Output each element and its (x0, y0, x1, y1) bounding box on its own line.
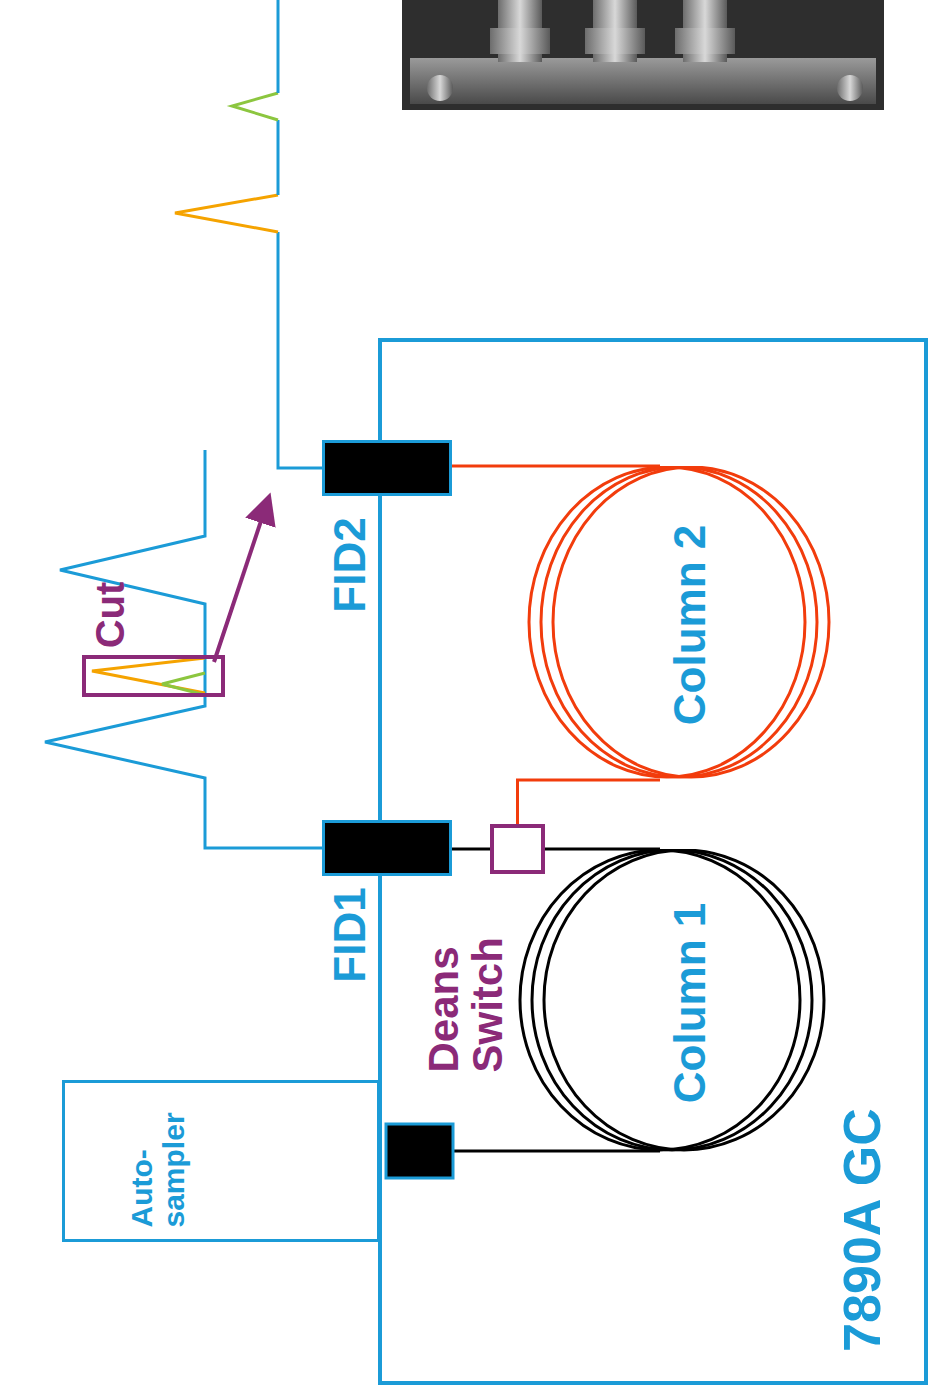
column-connection (452, 465, 660, 468)
column-coil: Column 1 (518, 849, 826, 1153)
chromatogram-trace (277, 120, 280, 195)
chromatogram-trace (277, 0, 280, 93)
coil-turn (541, 467, 817, 777)
node-label: 7890A GC (835, 1108, 890, 1352)
node-label: Cut (89, 582, 131, 649)
hardware-photo (402, 0, 884, 110)
column-connection (452, 848, 490, 851)
injector-block (386, 1124, 453, 1178)
coil-turn (529, 467, 805, 777)
autosampler-box: Auto- sampler (62, 1080, 380, 1242)
fid-detector: FID2 (322, 440, 452, 496)
coil-turn (553, 467, 829, 777)
photo-nut (585, 28, 645, 54)
photo-nut (675, 28, 735, 54)
cut-arrow (214, 500, 268, 662)
orange-peak (92, 658, 205, 693)
coil-turn (532, 850, 812, 1150)
green-peak (232, 93, 278, 120)
chromatogram-trace (45, 450, 322, 848)
injector-line (453, 1150, 660, 1153)
photo-screw (427, 75, 453, 101)
fid-detector: FID1 (322, 820, 452, 876)
node-label: FID1 (327, 887, 373, 982)
cut-window: Cut (82, 655, 225, 697)
gc-oven-box: 7890A GC Column 1 Deans Switch Column 2 (378, 338, 928, 1385)
orange-peak (175, 195, 278, 232)
photo-screw (837, 75, 863, 101)
node-label: Auto- sampler (126, 1093, 189, 1228)
chromatogram-trace (278, 232, 322, 468)
photo-plate (410, 58, 876, 104)
deans-switch: Deans Switch (490, 824, 545, 874)
node-label: Column 2 (667, 525, 713, 725)
node-label: FID2 (327, 517, 373, 612)
coil-turn (544, 850, 824, 1150)
green-peak (162, 673, 205, 695)
node-label: Column 1 (667, 903, 713, 1103)
photo-ground (402, 0, 884, 110)
node-label: Deans Switch (422, 898, 510, 1073)
column-connection (518, 780, 661, 824)
column-coil: Column 2 (527, 466, 831, 780)
photo-nut (490, 28, 550, 54)
coil-turn (520, 850, 800, 1150)
